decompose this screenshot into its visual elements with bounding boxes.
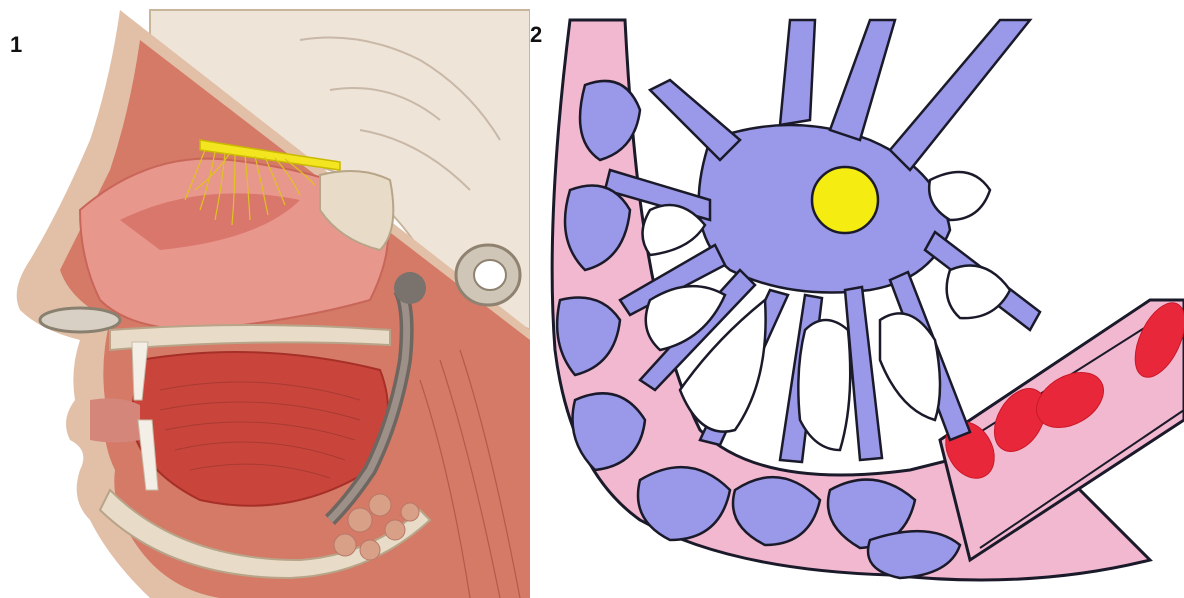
panel-head-sagittal-section: 1 (0, 0, 530, 598)
glia-cell-illustration (530, 0, 1184, 598)
panel-label-1: 1 (10, 34, 22, 56)
panel-label-2: 2 (530, 24, 542, 46)
panel-glia-blood-vessel-diagram: 2 (530, 0, 1184, 598)
process-up-3 (890, 20, 1030, 170)
upper-lip (90, 398, 140, 442)
nucleus (812, 167, 878, 233)
process-up-1 (780, 20, 815, 125)
ear-opening (474, 260, 506, 290)
pharynx-opening (394, 272, 426, 304)
head-anatomy-illustration (0, 0, 530, 598)
process-up-2 (830, 20, 895, 140)
nostril (40, 308, 120, 332)
process-up-left (650, 80, 740, 160)
